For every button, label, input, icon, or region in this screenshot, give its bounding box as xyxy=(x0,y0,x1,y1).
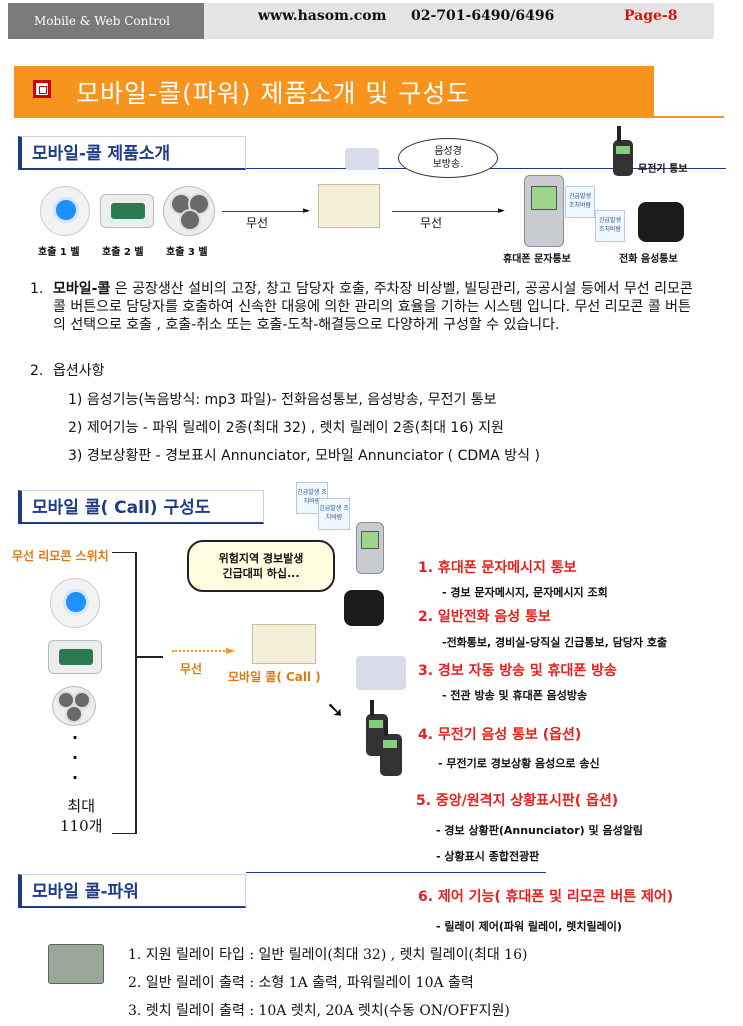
section-heading-power: 모바일 콜-파워 xyxy=(18,874,246,908)
feature-4-title: 4. 무전기 음성 통보 (옵션) xyxy=(418,727,582,743)
siren-icon xyxy=(345,148,379,170)
arrow-wireless-orange xyxy=(172,650,232,652)
arrow-wireless-1 xyxy=(222,211,308,212)
dot: · xyxy=(72,728,79,747)
max-line-2: 110개 xyxy=(60,817,103,835)
wireless-label-2: 무선 xyxy=(420,216,443,230)
feature-1-sub: - 경보 문자메시지, 문자메시지 조회 xyxy=(442,586,608,599)
feature-1-title: 1. 휴대폰 문자메시지 통보 xyxy=(418,560,577,576)
relay-spec-line: 1. 지원 릴레이 타입 : 일반 릴레이(최대 32) , 렛치 릴레이(최대… xyxy=(128,947,528,963)
dot: · xyxy=(72,768,79,787)
bracket-top xyxy=(112,552,136,553)
call-button-2-icon xyxy=(48,640,102,674)
intro-description: 은 공장생산 설비의 고장, 창고 담당자 호출, 주차장 비상벨, 빌딩관리,… xyxy=(53,281,693,333)
relay-spec-line: 2. 일반 릴레이 출력 : 소형 1A 출력, 파워릴레이 10A 출력 xyxy=(128,975,474,991)
wireless-label-3: 무선 xyxy=(180,662,203,676)
phone-label: 휴대폰 문자통보 xyxy=(503,254,571,265)
options-title: 옵션사항 xyxy=(53,363,105,379)
feature-2-title: 2. 일반전화 음성 통보 xyxy=(418,609,551,625)
wireless-label-1: 무선 xyxy=(246,216,269,230)
arrow-icon: ➘ xyxy=(326,698,345,723)
title-banner xyxy=(14,66,654,116)
alert-speech-bubble: 위험지역 경보발생 긴급대피 하십... xyxy=(187,540,335,592)
mobile-call-device-icon xyxy=(252,624,316,664)
call-button-3-label: 호출 3 벨 xyxy=(166,247,208,258)
arrow-wireless-2 xyxy=(392,211,502,212)
feature-5-title: 5. 중앙/원격지 상황표시판( 옵션) xyxy=(416,793,619,809)
max-count: 최대 110개 xyxy=(60,796,102,836)
tel-label: 전화 음성통보 xyxy=(619,254,678,265)
siren-icon xyxy=(356,656,406,690)
section-heading-intro: 모바일-콜 제품소개 xyxy=(18,136,246,170)
mobile-alarm-device-icon xyxy=(318,184,380,228)
feature-4-sub: - 무전기로 경보상황 음성으로 송신 xyxy=(438,757,600,770)
walkie-label: 무전기 통보 xyxy=(638,164,688,175)
relay-spec-line: 3. 렛치 릴레이 출력 : 10A 렛치, 20A 렛치(수동 ON/OFF지… xyxy=(128,1003,510,1019)
option-item: 2) 제어기능 - 파워 릴레이 2종(최대 32) , 렛치 릴레이 2종(최… xyxy=(68,420,504,436)
header-left-label: Mobile & Web Control xyxy=(8,3,204,39)
section-heading-diagram: 모바일 콜( Call) 구성도 xyxy=(18,490,264,524)
call-button-1-icon xyxy=(50,578,100,628)
header-phone: 02-701-6490/6496 xyxy=(411,8,555,24)
call-button-1-icon xyxy=(40,186,90,236)
call-button-1-label: 호출 1 벨 xyxy=(38,247,80,258)
speech-bubble: 음성경 보방송. xyxy=(398,138,498,178)
call-button-2-label: 호출 2 벨 xyxy=(102,247,144,258)
bubble-line-2: 보방송. xyxy=(432,159,464,170)
bracket-middle xyxy=(135,656,163,658)
intro-number-1: 1. xyxy=(30,281,44,297)
alert-bubble-line-2: 긴급대피 하십... xyxy=(222,567,300,580)
bracket-bottom xyxy=(112,833,136,834)
walkie-talkie-icon xyxy=(380,720,402,776)
mobile-phone-icon xyxy=(524,175,564,247)
feature-5-sub: - 경보 상황판(Annunciator) 및 음성알림 xyxy=(436,824,643,837)
feature-5-sub2: - 상황표시 종합전광판 xyxy=(436,850,540,863)
max-line-1: 최대 xyxy=(67,797,96,815)
message-card-icon: 긴급발생 조치바람 xyxy=(565,186,595,218)
bracket-vertical xyxy=(135,552,137,834)
arrow-head-icon: ► xyxy=(226,643,236,657)
page-title: 모바일-콜(파워) 제품소개 및 구성도 xyxy=(76,79,471,108)
call-button-2-icon xyxy=(100,194,154,228)
header-page-number: Page-8 xyxy=(624,8,678,24)
intro-paragraph: 모바일-콜 은 공장생산 설비의 고장, 창고 담당자 호출, 주차장 비상벨,… xyxy=(53,280,695,334)
message-card-icon: 긴급발생 조치바람 xyxy=(318,498,350,530)
option-item: 1) 음성기능(녹음방식: mp3 파일)- 전화음성통보, 음성방송, 무전기… xyxy=(68,392,497,408)
power-relay-device-icon xyxy=(48,944,104,984)
header-bar xyxy=(204,3,714,39)
message-card-text: 긴급발생 조치바람 xyxy=(598,217,622,233)
bubble-line-1: 음성경 xyxy=(434,146,462,157)
feature-3-sub: - 전관 방송 및 휴대폰 음성방송 xyxy=(442,689,588,702)
remote-switch-label: 무선 리모콘 스위치 xyxy=(12,549,109,563)
message-card-icon: 긴급발생 조치바람 xyxy=(595,210,625,242)
feature-6-title: 6. 제어 기능( 휴대폰 및 리모콘 버튼 제어) xyxy=(418,889,674,905)
telephone-icon xyxy=(638,202,684,242)
walkie-talkie-icon xyxy=(613,126,633,176)
arrow-head-icon: ► xyxy=(498,206,505,216)
message-card-text: 긴급발생 조치바람 xyxy=(319,505,349,521)
alert-bubble-line-1: 위험지역 경보발생 xyxy=(218,552,304,565)
section-divider xyxy=(246,872,546,873)
feature-3-title: 3. 경보 자동 방송 및 휴대폰 방송 xyxy=(418,663,617,679)
call-button-3-icon xyxy=(163,186,215,236)
telephone-icon xyxy=(344,590,384,626)
arrow-head-icon: ► xyxy=(303,206,310,216)
feature-2-sub: -전화통보, 경비실-당직실 긴급통보, 담당자 호출 xyxy=(442,636,668,649)
banner-underline xyxy=(14,116,724,118)
square-bullet-icon xyxy=(33,80,51,98)
message-card-text: 긴급발생 조치바람 xyxy=(297,489,327,505)
intro-number-2: 2. xyxy=(30,363,44,379)
mobile-phone-icon xyxy=(356,522,384,574)
dots: · · · xyxy=(72,728,78,788)
dot: · xyxy=(72,748,79,767)
call-button-3-icon xyxy=(52,686,96,726)
device-label: 모바일 콜( Call ) xyxy=(228,670,321,684)
intro-product-name: 모바일-콜 xyxy=(53,281,111,297)
message-card-text: 긴급발생 조치바람 xyxy=(568,193,592,209)
option-item: 3) 경보상황판 - 경보표시 Annunciator, 모바일 Annunci… xyxy=(68,448,540,464)
header-url[interactable]: www.hasom.com xyxy=(258,8,387,24)
feature-6-sub: - 릴레이 제어(파워 릴레이, 렛치릴레이) xyxy=(436,920,622,933)
